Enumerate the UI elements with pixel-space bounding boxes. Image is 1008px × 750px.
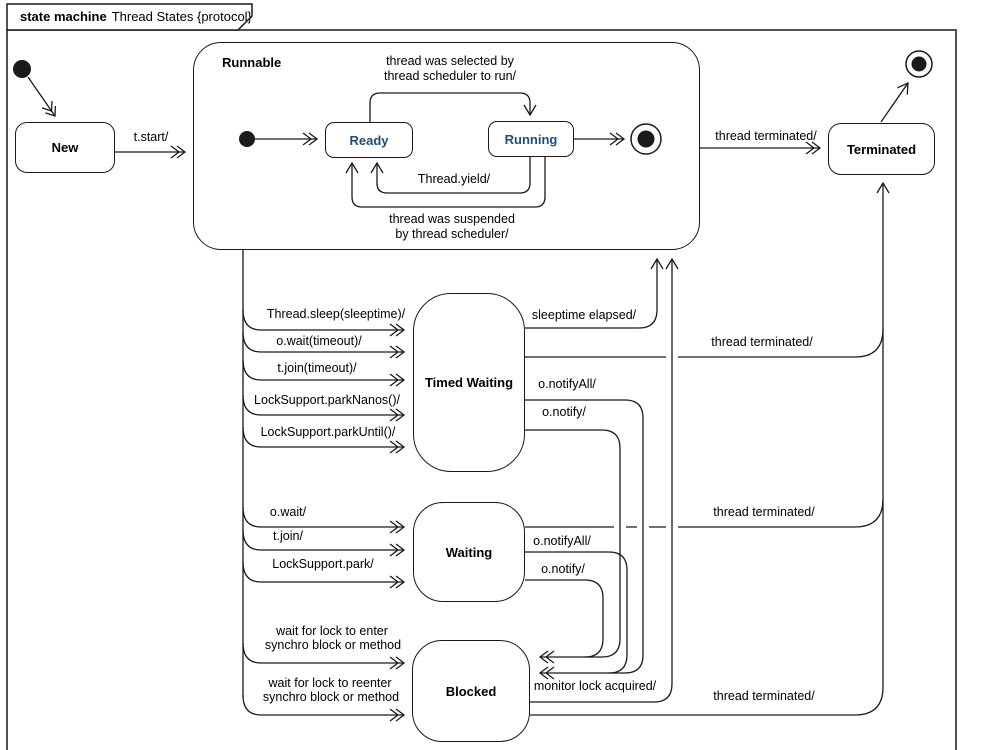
transition-park-until [242, 426, 406, 454]
label-terminated-from-runnable: thread terminated/ [715, 129, 817, 143]
label-yield: Thread.yield/ [417, 172, 491, 186]
label-monitor-lock-acquired: monitor lock acquired/ [533, 679, 657, 693]
label-w-notifyall: o.notifyAll/ [533, 534, 591, 548]
transition-tw-notifyall-to-blocked [525, 399, 644, 680]
label-sleep: Thread.sleep(sleeptime)/ [266, 307, 406, 321]
transition-park [242, 561, 406, 589]
label-wait: o.wait/ [269, 505, 307, 519]
label-park-until: LockSupport.parkUntil()/ [260, 425, 396, 439]
label-selected-line2: thread scheduler to run/ [383, 69, 517, 83]
label-lock-enter-line2: synchro block or method [264, 638, 402, 652]
transition-monitor-lock-acquired [530, 257, 679, 703]
label-park-nanos: LockSupport.parkNanos()/ [254, 393, 400, 407]
label-suspended-line1: thread was suspended [389, 212, 515, 226]
label-lock-reenter-line2: synchro block or method [262, 690, 400, 704]
transition-wait [242, 506, 406, 534]
transition-w-notifyall-to-blocked [525, 551, 628, 674]
transition-join-timeout [242, 359, 406, 387]
state-waiting-label: Waiting [445, 544, 493, 560]
transition-join [242, 529, 406, 557]
state-waiting[interactable]: Waiting [413, 502, 525, 602]
label-terminated-from-timed-waiting: thread terminated/ [711, 335, 813, 349]
label-w-notify: o.notify/ [541, 562, 585, 576]
state-runnable-label: Runnable [222, 55, 282, 70]
transition-park-nanos [242, 394, 406, 422]
label-suspended-line2: by thread scheduler/ [395, 227, 509, 241]
label-selected-line1: thread was selected by [386, 54, 514, 68]
transition-sleep [242, 309, 406, 337]
state-new[interactable]: New [15, 122, 115, 173]
label-wait-timeout: o.wait(timeout)/ [276, 334, 362, 348]
label-lock-reenter-line1: wait for lock to reenter [268, 676, 392, 690]
label-terminated-from-blocked: thread terminated/ [713, 689, 815, 703]
state-ready[interactable]: Ready [325, 122, 413, 158]
transition-wait-timeout [242, 331, 406, 359]
label-tw-notifyall: o.notifyAll/ [538, 377, 596, 391]
diagram-frame [6, 29, 957, 750]
label-tw-notify: o.notify/ [542, 405, 586, 419]
transition-blocked-terminated [530, 181, 890, 716]
transition-waiting-terminated [525, 498, 884, 528]
state-timed-waiting[interactable]: Timed Waiting [413, 293, 525, 472]
label-sleeptime-elapsed: sleeptime elapsed/ [531, 308, 637, 322]
diagram-name-label: Thread States {protocol} [111, 9, 252, 24]
transition-w-notify-to-blocked [525, 579, 604, 658]
label-join-timeout: t.join(timeout)/ [277, 361, 357, 375]
diagram-kind-label: state machine [20, 9, 107, 24]
transition-running-to-ready-yield [370, 157, 531, 194]
state-blocked-label: Blocked [445, 683, 497, 699]
state-blocked[interactable]: Blocked [412, 640, 530, 742]
runnable-initial-node[interactable] [239, 131, 255, 147]
diagram-title: state machine Thread States {protocol} [20, 9, 252, 24]
label-lock-enter-line1: wait for lock to enter [276, 624, 388, 638]
transition-timedwaiting-terminated [525, 328, 884, 358]
label-park: LockSupport.park/ [272, 557, 374, 571]
state-running-label: Running [504, 131, 558, 147]
label-terminated-from-waiting: thread terminated/ [713, 505, 815, 519]
transition-running-to-ready-suspended [345, 157, 546, 208]
label-t-start: t.start/ [133, 130, 169, 144]
diagram-title-tab-shape [6, 3, 253, 31]
state-ready-label: Ready [349, 132, 389, 148]
runnable-final-node-inner [637, 130, 655, 148]
transition-sleeptime-elapsed [525, 257, 664, 329]
final-state-node-inner [911, 56, 927, 72]
initial-state-node[interactable] [13, 60, 31, 78]
transition-tw-notify-to-blocked [525, 429, 621, 664]
state-runnable[interactable]: Runnable [193, 42, 700, 250]
state-new-label: New [51, 140, 79, 155]
transition-ready-to-running [369, 92, 537, 122]
state-timed-waiting-label: Timed Waiting [424, 375, 514, 390]
state-terminated[interactable]: Terminated [828, 123, 935, 175]
transition-initial-to-new [27, 76, 57, 117]
label-join: t.join/ [273, 529, 303, 543]
transition-lock-reenter [242, 694, 406, 722]
transition-lock-enter [242, 642, 406, 670]
state-terminated-label: Terminated [846, 141, 917, 157]
transition-terminated-to-final [880, 81, 909, 123]
state-running[interactable]: Running [488, 121, 574, 157]
